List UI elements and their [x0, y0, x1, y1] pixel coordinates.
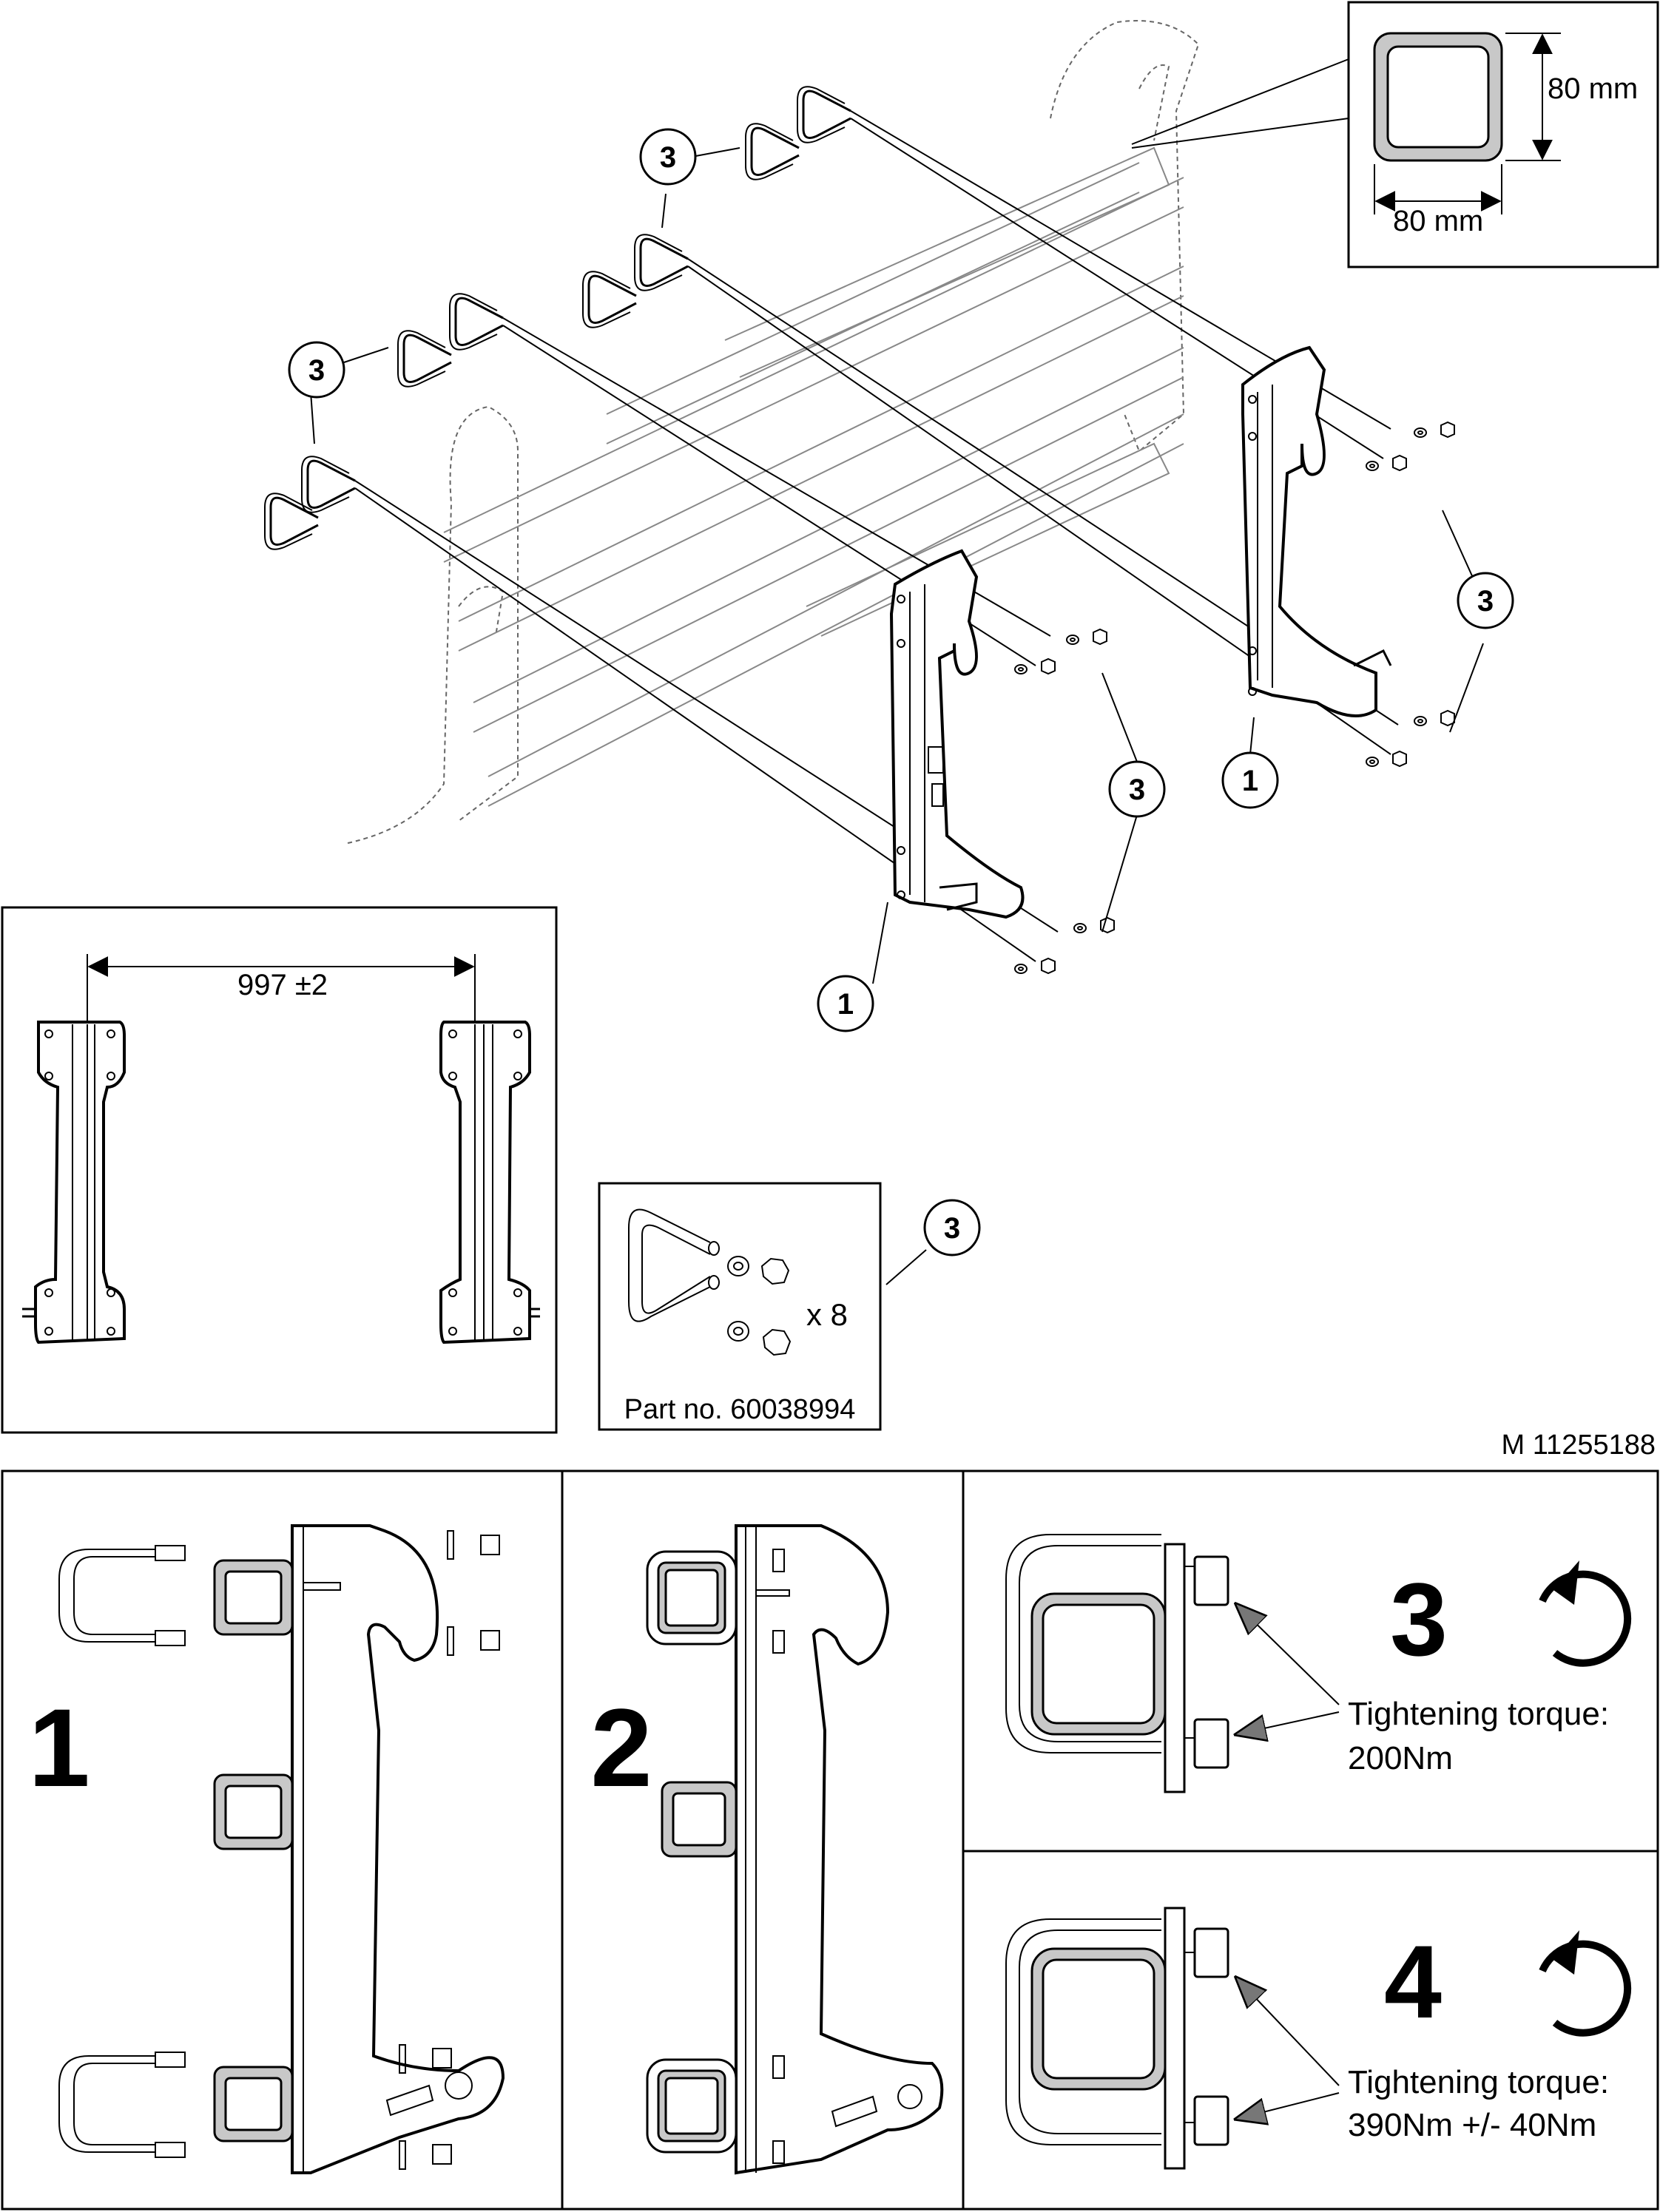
kit-quantity: x 8 — [806, 1297, 848, 1332]
step1-drawing — [58, 1524, 505, 2174]
drawing-reference: M 11255188 — [1502, 1430, 1656, 1461]
ubolt-kit-detail — [598, 1182, 981, 1431]
tube-section-detail — [1131, 1, 1659, 268]
step2-drawing — [646, 1524, 944, 2175]
callout-3-mid: 3 — [1129, 774, 1145, 806]
frame-ghost — [347, 20, 1200, 844]
nuts-washers-exploded — [1014, 422, 1455, 974]
step-3-torque-value: 200Nm — [1348, 1740, 1453, 1776]
callouts-top — [288, 128, 1514, 1032]
kit-part-number: Part no. 60038994 — [624, 1394, 856, 1425]
bracket-left — [889, 549, 1025, 919]
labels: 80 mm 80 mm 3 3 3 3 1 1 3 997 ±2 x 8 Par… — [28, 72, 1656, 2143]
callout-3-top: 3 — [660, 141, 676, 174]
callout-3-right: 3 — [1477, 585, 1494, 618]
step-3-number: 3 — [1390, 1561, 1448, 1677]
callout-3-kit: 3 — [944, 1212, 960, 1245]
step-1-number: 1 — [28, 1685, 90, 1810]
step-2-number: 2 — [590, 1685, 652, 1810]
step-4-torque-value: 390Nm +/- 40Nm — [1348, 2107, 1596, 2143]
tube-height-label: 80 mm — [1548, 72, 1638, 105]
step-4-torque-label: Tightening torque: — [1348, 2064, 1609, 2100]
ubolts-exploded — [263, 85, 1399, 962]
callout-1-right: 1 — [1242, 765, 1258, 797]
step3-drawing — [1005, 1534, 1632, 1793]
step-3-torque-label: Tightening torque: — [1348, 1696, 1609, 1732]
spacing-detail — [1, 906, 558, 1434]
step-4-number: 4 — [1384, 1924, 1442, 2040]
step4-drawing — [1005, 1907, 1632, 2170]
bracket-right — [1241, 345, 1392, 717]
tube-width-label: 80 mm — [1393, 205, 1483, 237]
spacing-label: 997 ±2 — [237, 969, 328, 1001]
callout-1-left: 1 — [837, 988, 854, 1021]
callout-3-left: 3 — [308, 354, 325, 387]
